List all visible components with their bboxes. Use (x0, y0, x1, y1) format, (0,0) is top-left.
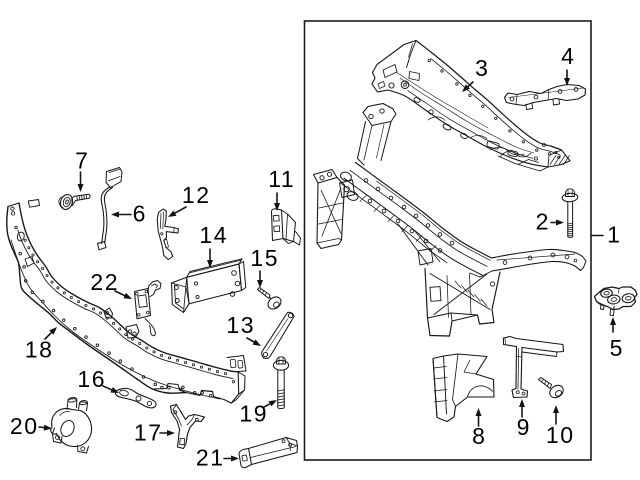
svg-text:11: 11 (268, 166, 295, 192)
svg-text:9: 9 (517, 414, 530, 440)
svg-text:6: 6 (133, 201, 146, 227)
svg-text:22: 22 (90, 269, 119, 295)
svg-text:8: 8 (472, 423, 485, 449)
svg-text:5: 5 (610, 335, 623, 361)
svg-text:17: 17 (134, 420, 163, 446)
svg-text:3: 3 (475, 55, 488, 81)
svg-text:1: 1 (607, 222, 620, 248)
svg-text:21: 21 (196, 445, 225, 471)
svg-text:10: 10 (546, 422, 575, 448)
svg-text:19: 19 (239, 401, 268, 427)
svg-text:16: 16 (77, 366, 106, 392)
svg-text:20: 20 (10, 413, 39, 439)
svg-text:13: 13 (226, 312, 255, 338)
svg-text:18: 18 (25, 337, 54, 363)
svg-text:4: 4 (561, 43, 574, 69)
svg-text:2: 2 (536, 209, 549, 235)
svg-text:15: 15 (250, 245, 279, 271)
svg-text:14: 14 (199, 222, 228, 248)
svg-text:12: 12 (182, 182, 211, 208)
svg-text:7: 7 (75, 148, 88, 174)
